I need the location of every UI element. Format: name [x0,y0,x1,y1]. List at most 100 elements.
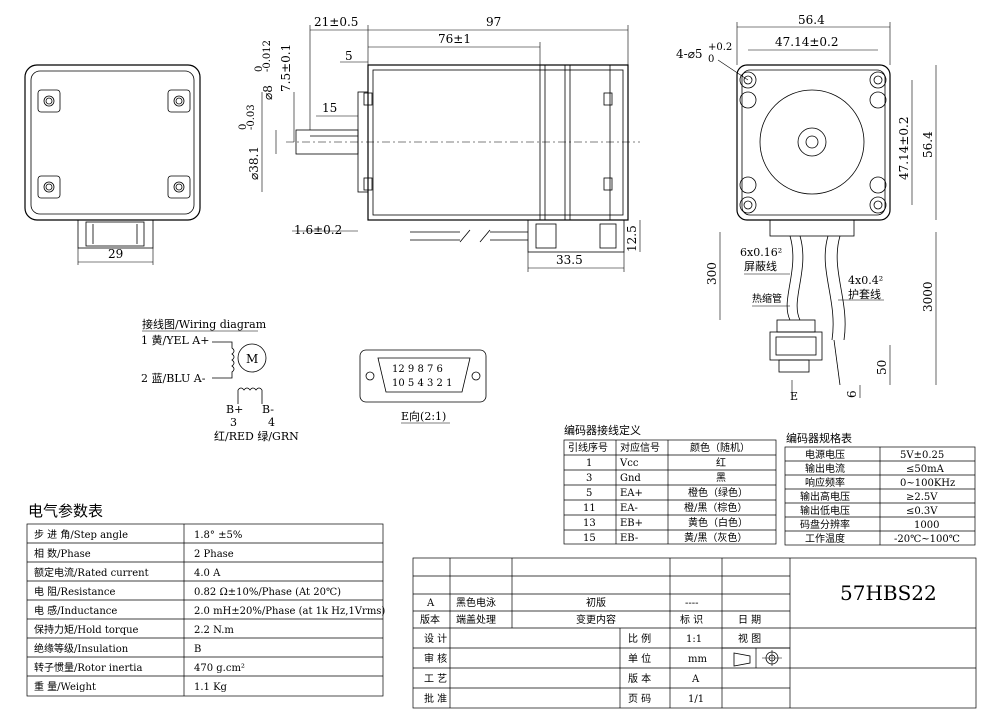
ew-r4c0: 13 [583,518,596,529]
es-r3c1: ≥2.5V [906,492,938,503]
el-r4c0: 电 感/Inductance [34,604,117,617]
el-r5c1: 2.2 N.m [194,625,234,636]
encoder-wiring-table: 编码器接线定义 引线序号 对应信号 颜色（随机） 1 Vcc 红 3 Gnd 黑… [563,423,777,545]
es-r3c0: 输出高电压 [800,490,850,503]
pin4-label: 4 [268,416,275,429]
page-value: 1/1 [688,694,704,705]
es-r4c0: 输出低电压 [800,504,850,517]
view-e-label: E [790,390,798,403]
label-review: 审 核 [424,652,447,665]
dim-12-5: 12.5 [625,225,639,252]
ew-r0c1: Vcc [619,458,639,469]
electrical-table: 电气参数表 步 进 角/Step angle 1.8° ±5% 相 数/Phas… [26,502,385,697]
scale-label: 比 例 [628,632,651,645]
encoder-spec-title: 编码器规格表 [786,431,852,445]
es-r5c1: 1000 [914,520,939,531]
electrical-title: 电气参数表 [28,502,103,520]
el-r1c1: 2 Phase [194,549,234,560]
el-r6c0: 绝缘等级/Insulation [34,642,129,655]
a-plus-label: 1 黄/YEL A+ [141,333,209,347]
ew-r3c0: 11 [583,503,596,514]
el-r0c1: 1.8° ±5% [194,530,242,541]
el-r6c1: B [194,644,201,655]
el-r2c0: 额定电流/Rated current [34,566,149,579]
encoder-spec-table: 编码器规格表 电源电压 5V±0.25 输出电流 ≤50mA 响应频率 0~10… [784,431,976,546]
ew-r1c1: Gnd [620,473,641,484]
b-minus-label: B- [262,403,274,416]
unit-label: 单 位 [628,652,651,665]
label-approve: 批 准 [424,692,447,705]
ew-r4c2: 黄色（白色） [688,516,748,529]
motor-symbol: M [246,352,258,366]
label-process: 工 艺 [424,673,447,685]
ew-r5c1: EB- [620,533,638,544]
el-r0c0: 步 进 角/Step angle [34,529,128,541]
sheath-wire-name: 护套线 [848,287,881,301]
dim-8-tol-bot: -0.012 [262,40,273,72]
es-r0c1: 5V±0.25 [900,450,944,461]
dim-38-tol-bot: -0.03 [246,104,257,130]
shield-wire-spec: 6x0.16² [740,246,782,259]
dim-38: ⌀38.1 [247,146,261,180]
ew-r2c2: 橙色（绿色） [688,486,748,499]
connector-caption: E向(2:1) [401,409,446,423]
ew-r2c0: 5 [586,488,592,499]
el-r2c1: 4.0 A [194,568,221,579]
dim-56-4-top: 56.4 [798,13,825,27]
ew-r1c2: 黑 [716,472,726,484]
el-r1c0: 相 数/Phase [34,547,91,560]
dim-33-5: 33.5 [556,253,583,267]
ew-h0: 引线序号 [568,441,608,454]
el-r7c1: 470 g.cm² [194,663,245,674]
rev-a-coat: 黑色电泳 [456,596,496,609]
el-r4c1: 2.0 mH±20%/Phase (at 1k Hz,1Vrms) [194,606,385,617]
dim-56-4-side: 56.4 [921,131,935,158]
el-r8c1: 1.1 Kg [194,682,228,693]
rev-a-change: 初版 [586,596,606,609]
es-r6c1: -20℃~100℃ [894,534,960,545]
rev-head-coat: 端盖处理 [456,613,496,626]
side-view: 21±0.5 97 76±1 5 15 ⌀38.1 0 -0.03 ⌀8 0 -… [238,15,641,272]
dim-47-14-side: 47.14±0.2 [897,117,911,181]
version-value: A [691,674,700,685]
dim-47-14-top: 47.14±0.2 [775,35,839,49]
dim-8: ⌀8 [261,85,275,100]
es-r0c0: 电源电压 [805,448,845,461]
dim-3000: 3000 [921,281,935,312]
dim-5: 5 [345,49,353,63]
rev-head-ver: 版本 [420,613,440,626]
heat-shrink-label: 热缩管 [752,292,782,305]
dim-15: 15 [322,101,337,115]
es-r5c0: 码盘分辨率 [800,518,850,531]
es-r4c1: ≤0.3V [906,506,938,517]
el-r3c0: 电 阻/Resistance [34,585,115,598]
el-r5c0: 保持力矩/Hold torque [34,623,139,636]
es-r6c0: 工作温度 [805,532,845,545]
holes-label: 4-⌀5 [676,47,703,61]
ew-r0c2: 红 [716,456,726,469]
pin3-label: 3 [230,416,237,429]
connector-view: 12 9 8 7 6 10 5 4 3 2 1 E向(2:1) [359,349,487,424]
rev-head-date: 日 期 [738,614,761,626]
wiring-diagram: 接线图/Wiring diagram 1 黄/YEL A+ 2 蓝/BLU A-… [141,317,299,443]
connector-pins-bot: 10 5 4 3 2 1 [392,378,452,389]
label-design: 设 计 [424,632,447,645]
rev-head-change: 变更内容 [576,613,616,626]
unit-value: mm [688,654,707,665]
ew-r0c0: 1 [586,458,592,469]
view-label: 视 图 [738,632,761,645]
shield-wire-name: 屏蔽线 [744,259,777,273]
a-minus-label: 2 蓝/BLU A- [141,372,206,385]
model-number: 57HBS22 [840,581,937,605]
es-r1c0: 输出电流 [805,462,845,475]
scale-value: 1:1 [686,634,702,645]
front-view: 29 [24,64,201,265]
ew-r2c1: EA+ [620,488,643,499]
el-r8c0: 重 量/Weight [34,680,96,693]
encoder-wiring-title: 编码器接线定义 [564,423,641,437]
ew-r5c0: 15 [583,533,596,544]
sheath-wire-spec: 4x0.4² [848,274,883,287]
dim-29: 29 [108,247,123,261]
ew-h1: 对应信号 [620,441,660,454]
dim-1-6: 1.6±0.2 [294,223,342,237]
